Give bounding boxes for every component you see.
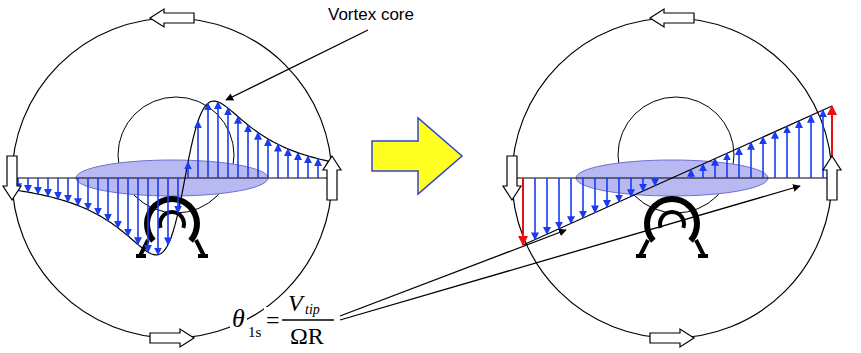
cabin-window bbox=[158, 210, 186, 229]
velocity-arrow bbox=[47, 178, 49, 196]
formula-symbol: θ bbox=[230, 305, 247, 333]
velocity-arrow bbox=[594, 178, 596, 213]
velocity-arrow bbox=[654, 178, 656, 186]
velocity-arrow bbox=[774, 132, 776, 178]
velocity-arrow bbox=[618, 178, 620, 202]
velocity-arrow bbox=[287, 149, 289, 178]
formula-symbol: V bbox=[286, 290, 305, 316]
velocity-arrow bbox=[277, 144, 279, 178]
velocity-arrow bbox=[247, 125, 249, 178]
rotor-circle bbox=[512, 18, 832, 338]
rotor-disk-right bbox=[503, 9, 841, 347]
rotation-arrow bbox=[323, 156, 341, 200]
rotor-disk-left bbox=[3, 9, 341, 347]
velocity-arrow bbox=[762, 137, 764, 178]
velocity-arrow bbox=[27, 178, 29, 192]
fraction-bar bbox=[282, 319, 334, 321]
velocity-arrow bbox=[57, 178, 59, 199]
velocity-arrow bbox=[217, 102, 219, 178]
velocity-arrow bbox=[137, 178, 139, 245]
helicopter-symbol bbox=[136, 196, 208, 256]
velocity-arrow bbox=[267, 139, 269, 178]
leader-line bbox=[340, 230, 566, 316]
rotation-arrow bbox=[3, 156, 21, 200]
velocity-arrow bbox=[606, 178, 608, 207]
velocity-arrow bbox=[702, 164, 704, 178]
inflow-distribution bbox=[12, 101, 332, 255]
velocity-arrow bbox=[750, 142, 752, 178]
velocity-arrow bbox=[738, 148, 740, 178]
velocity-arrow bbox=[167, 178, 169, 245]
velocity-arrow bbox=[87, 178, 89, 210]
velocity-arrow bbox=[97, 178, 99, 215]
landing-skid bbox=[636, 240, 708, 256]
velocity-arrow bbox=[582, 178, 584, 218]
leader-line bbox=[340, 186, 800, 320]
velocity-arrow bbox=[177, 178, 179, 213]
velocity-arrow bbox=[187, 162, 189, 178]
formula-subscript: tip bbox=[303, 302, 322, 318]
velocity-arrow bbox=[317, 159, 319, 178]
tip-velocity-arrow bbox=[522, 178, 524, 245]
callout-label: Vortex core bbox=[326, 5, 416, 24]
velocity-arrow bbox=[546, 178, 548, 234]
velocity-arrow bbox=[207, 103, 209, 178]
velocity-arrow bbox=[642, 178, 644, 191]
velocity-arrow bbox=[798, 121, 800, 178]
velocity-arrow bbox=[257, 132, 259, 178]
velocity-arrow bbox=[630, 178, 632, 196]
velocity-arrow bbox=[127, 178, 129, 236]
velocity-arrow bbox=[77, 178, 79, 206]
velocity-arrow bbox=[307, 156, 309, 178]
velocity-arrow bbox=[37, 178, 39, 194]
velocity-arrow bbox=[558, 178, 560, 229]
velocity-arrow bbox=[690, 169, 692, 178]
formula-symbol: ΩR bbox=[288, 323, 326, 349]
velocity-arrow bbox=[107, 178, 109, 221]
distribution-curve bbox=[13, 101, 331, 255]
velocity-arrow bbox=[197, 121, 199, 178]
landing-skid bbox=[136, 240, 208, 256]
rotation-arrow bbox=[150, 9, 194, 27]
linear-distribution bbox=[512, 106, 832, 245]
rotation-arrows bbox=[503, 9, 841, 347]
cabin-outline bbox=[644, 196, 700, 243]
velocity-arrow bbox=[227, 108, 229, 178]
rotation-arrows bbox=[3, 9, 341, 347]
velocity-arrow bbox=[810, 115, 812, 178]
velocity-arrow bbox=[157, 178, 159, 255]
leader-line bbox=[226, 30, 368, 100]
velocity-arrow bbox=[786, 126, 788, 178]
rotor-circle bbox=[12, 18, 332, 338]
velocity-arrow bbox=[147, 178, 149, 252]
rotation-arrow bbox=[150, 329, 194, 347]
rotation-arrow bbox=[823, 156, 841, 200]
linear-line bbox=[523, 106, 832, 245]
transition-arrow bbox=[372, 118, 462, 194]
rotation-arrow bbox=[503, 156, 521, 200]
rotation-arrow bbox=[650, 9, 694, 27]
velocity-arrow bbox=[117, 178, 119, 228]
formula-subscript: 1s bbox=[246, 324, 263, 341]
velocity-arrow bbox=[726, 153, 728, 178]
helicopter-symbol bbox=[636, 196, 708, 256]
velocity-arrow bbox=[714, 159, 716, 178]
velocity-arrow bbox=[297, 153, 299, 178]
velocity-arrow bbox=[570, 178, 572, 223]
rotation-arrow bbox=[650, 329, 694, 347]
velocity-arrow bbox=[822, 110, 824, 178]
velocity-arrow bbox=[534, 178, 536, 240]
velocity-arrow bbox=[67, 178, 69, 202]
formula-operator: = bbox=[264, 307, 282, 333]
baseline bbox=[12, 178, 332, 179]
velocity-arrow bbox=[237, 117, 239, 178]
